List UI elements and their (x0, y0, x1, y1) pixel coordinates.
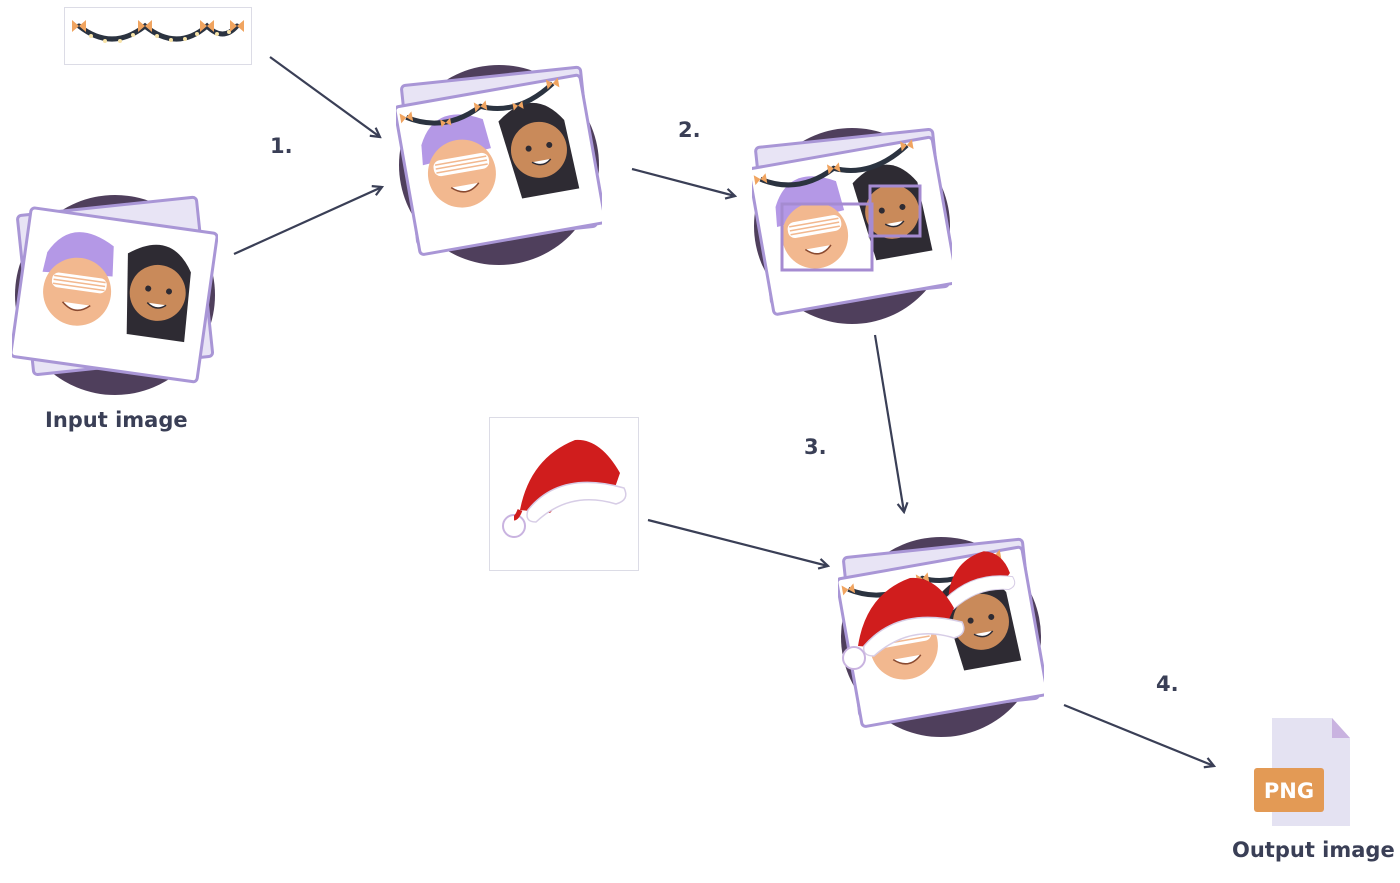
santa-hat-thumbnail (489, 417, 639, 571)
step2-image-face-detection (752, 127, 952, 324)
face-box-girl (868, 184, 922, 238)
step1-image-with-garland (396, 65, 602, 265)
arrow-step3-to-output (1063, 703, 1214, 766)
step-1-label: 1. (270, 134, 293, 158)
input-image-caption: Input image (45, 408, 188, 432)
santa-hat-icon (502, 439, 627, 538)
png-badge-label: PNG (1264, 779, 1314, 803)
arrow-garland-to-step1 (269, 56, 380, 137)
arrow-step2-to-step3 (873, 334, 904, 512)
output-image-caption: Output image (1232, 838, 1395, 862)
step3-image-with-hats (838, 537, 1044, 737)
arrow-step1-to-step2 (631, 167, 735, 196)
arrow-input-to-step1 (233, 187, 382, 256)
step-4-label: 4. (1156, 672, 1179, 696)
step-2-label: 2. (678, 118, 701, 142)
garland-thumbnail (64, 7, 252, 65)
garland-icon (72, 20, 244, 43)
arrow-hat-to-step3 (647, 518, 828, 566)
png-badge (1254, 768, 1324, 812)
input-image (12, 195, 218, 395)
step-3-label: 3. (804, 435, 827, 459)
png-file-icon: PNG (1254, 718, 1350, 826)
